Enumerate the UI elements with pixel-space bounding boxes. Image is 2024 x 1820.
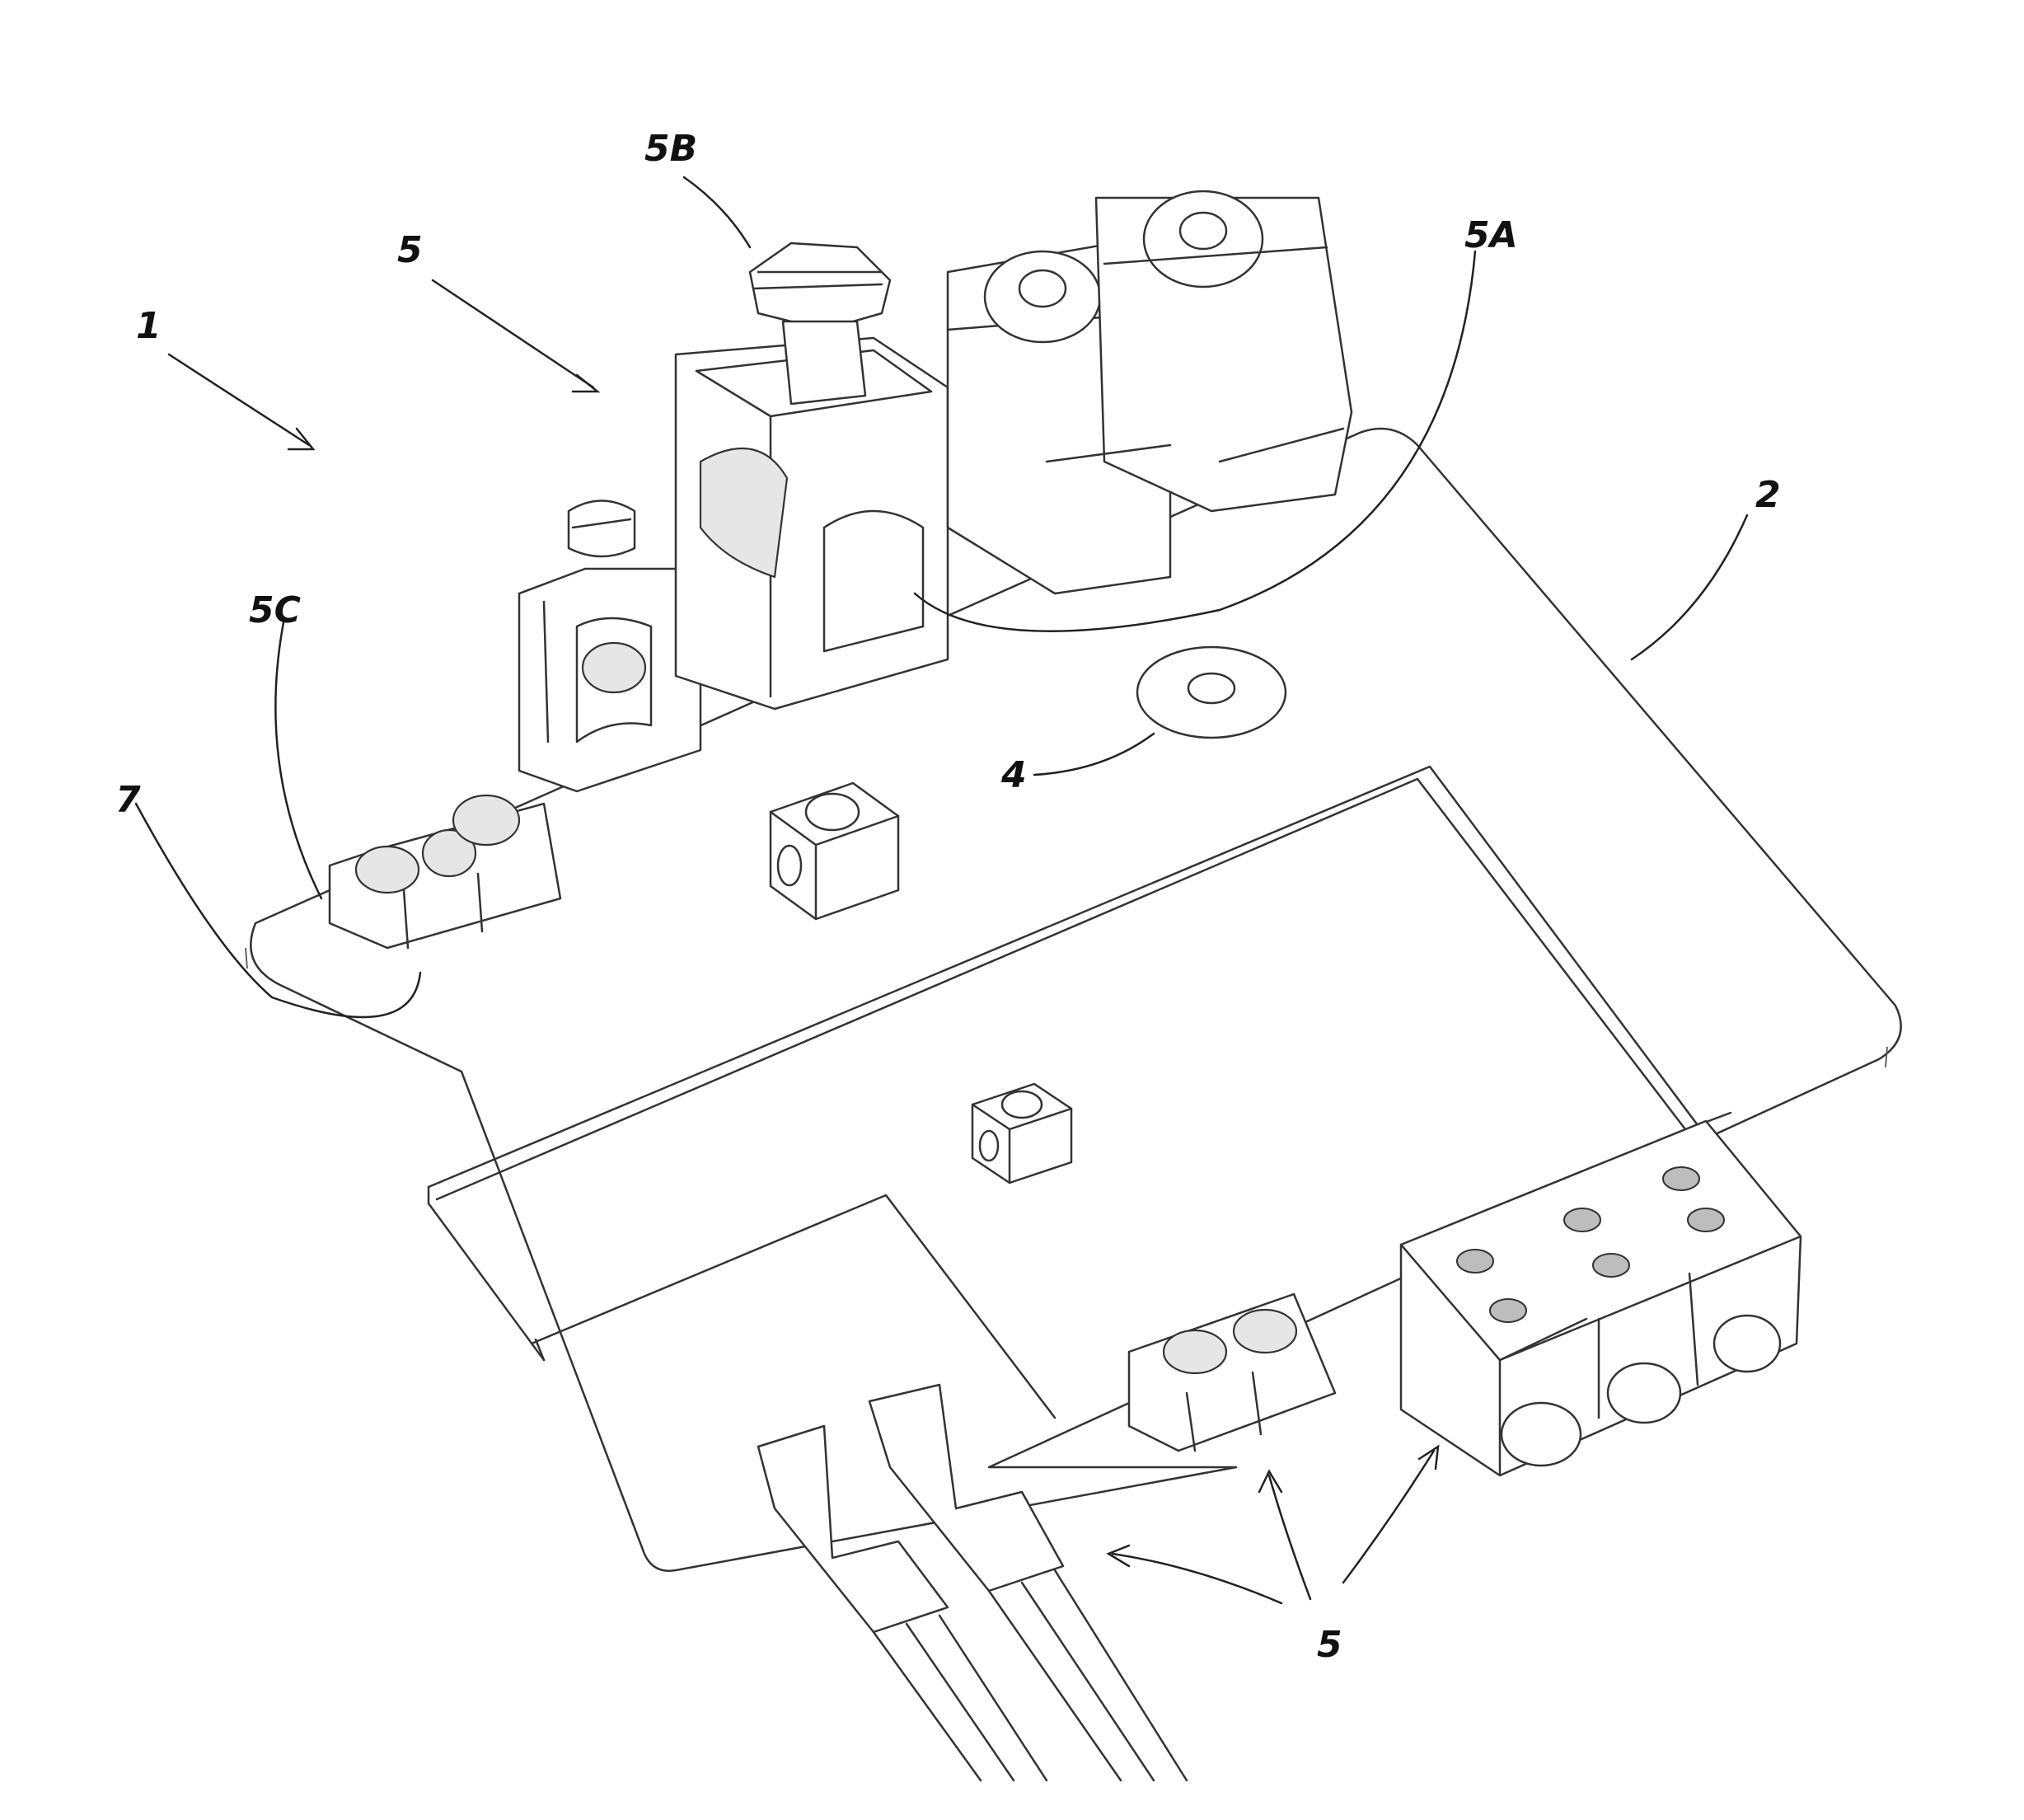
label-1: 1 (136, 305, 162, 347)
label-5b: 5B (644, 128, 697, 170)
label-5a: 5A (1464, 214, 1518, 256)
label-2: 2 (1755, 474, 1781, 516)
washer (1137, 647, 1286, 738)
label-7: 7 (115, 779, 141, 821)
label-4: 4 (1000, 754, 1027, 796)
label-5c: 5C (249, 589, 301, 631)
label-5-top: 5 (397, 229, 423, 271)
label-5-bottom: 5 (1317, 1624, 1342, 1666)
cube-nut-lower (972, 1084, 1071, 1183)
